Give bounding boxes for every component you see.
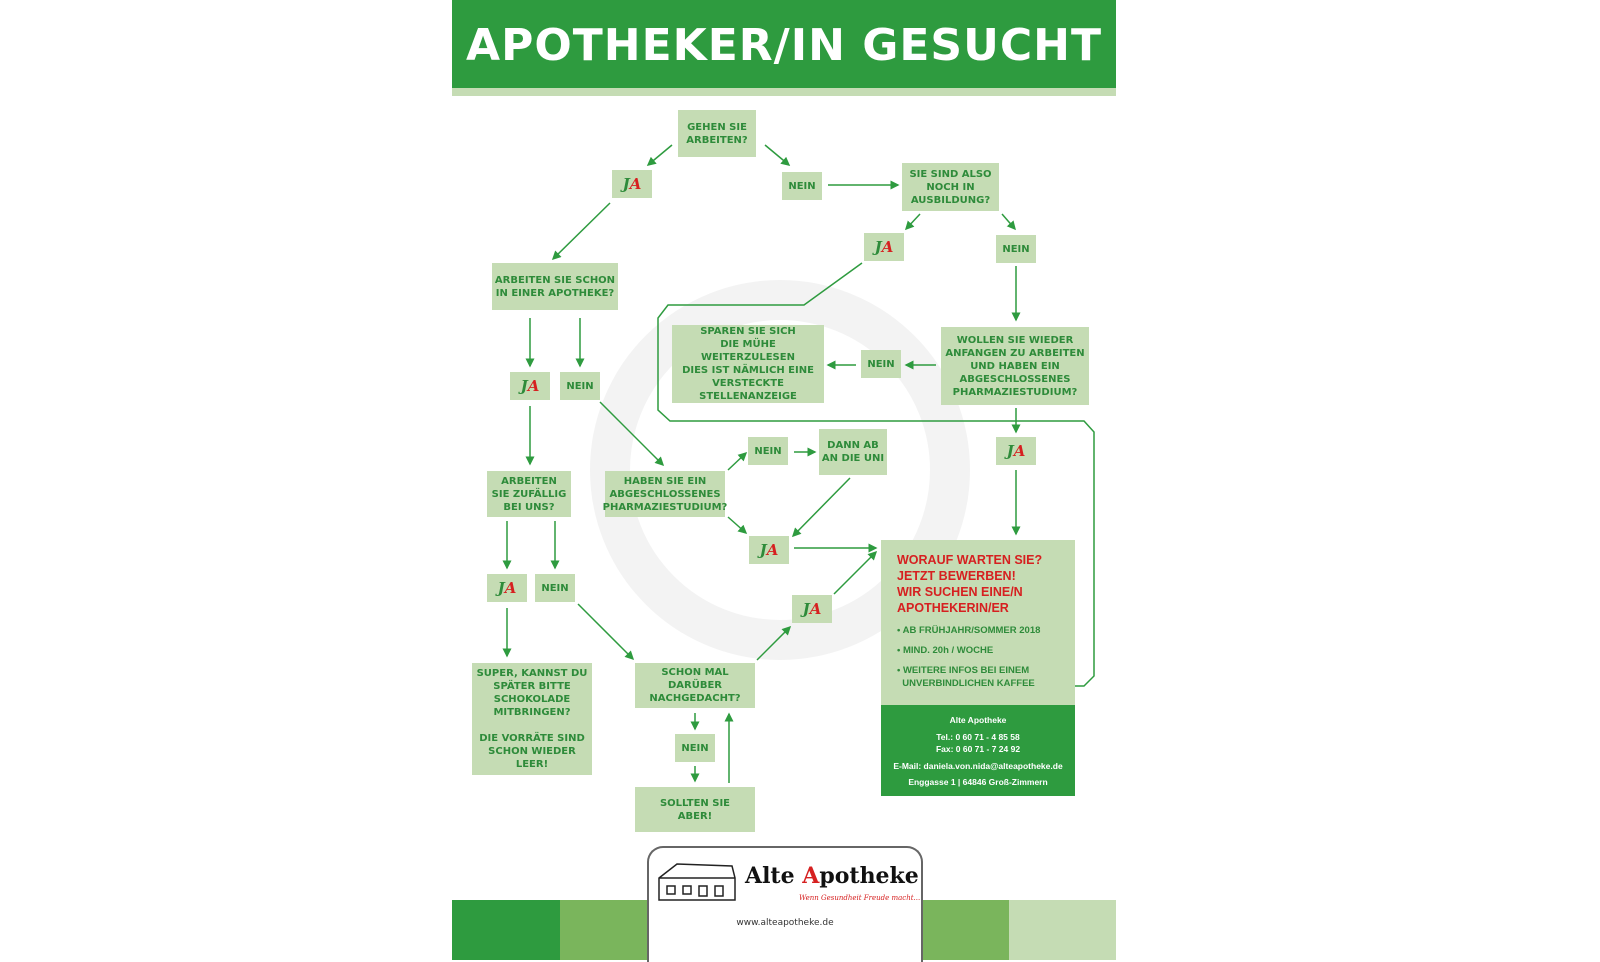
box-uni: DANN AB AN DIE UNI bbox=[819, 429, 887, 475]
ja-a: A bbox=[629, 174, 642, 193]
contact-name: Alte Apotheke bbox=[949, 715, 1007, 725]
ja-a: A bbox=[1013, 441, 1026, 460]
ja-j: J bbox=[802, 599, 810, 618]
page-title: APOTHEKER/IN GESUCHT bbox=[452, 0, 1116, 88]
watermark-icon bbox=[590, 280, 970, 660]
ja-a: A bbox=[881, 237, 894, 256]
question-wieder-arbeiten: WOLLEN SIE WIEDER ANFANGEN ZU ARBEITEN U… bbox=[941, 327, 1089, 405]
footer-bar bbox=[1009, 900, 1116, 960]
ja-a: A bbox=[809, 599, 822, 618]
question-bei-uns: ARBEITEN SIE ZUFÄLLIG BEI UNS? bbox=[487, 471, 571, 517]
answer-nein: NEIN bbox=[535, 574, 575, 602]
ja-j: J bbox=[520, 376, 528, 395]
question-pharmaziestudium: HABEN SIE EIN ABGESCHLOSSENES PHARMAZIES… bbox=[603, 471, 727, 517]
answer-nein: NEIN bbox=[748, 437, 788, 465]
result-bullet: • AB FRÜHJAHR/SOMMER 2018 bbox=[897, 625, 1041, 636]
answer-nein: NEIN bbox=[782, 172, 822, 200]
contact-tel[interactable]: Tel.: 0 60 71 - 4 85 58 bbox=[936, 732, 1020, 742]
contact-address: Enggasse 1 | 64846 Groß-Zimmern bbox=[908, 777, 1048, 787]
ja-j: J bbox=[622, 174, 630, 193]
building-icon bbox=[658, 863, 736, 901]
contact-box: Alte Apotheke Tel.: 0 60 71 - 4 85 58 Fa… bbox=[881, 705, 1075, 796]
logo-rest: potheke bbox=[819, 863, 919, 889]
question-nachgedacht: SCHON MAL DARÜBER NACHGEDACHT? bbox=[635, 663, 755, 708]
result-box: WORAUF WARTEN SIE? JETZT BEWERBEN! WIR S… bbox=[881, 540, 1075, 705]
ja-a: A bbox=[527, 376, 540, 395]
logo-initial: A bbox=[802, 863, 820, 889]
box-schokolade: SUPER, KANNST DU SPÄTER BITTE SCHOKOLADE… bbox=[472, 663, 592, 775]
footer-bar bbox=[918, 900, 1009, 960]
footer-bar bbox=[560, 900, 650, 960]
result-bullet: • WEITERE INFOS BEI EINEM UNVERBINDLICHE… bbox=[897, 665, 1035, 689]
logo-word1: Alte bbox=[745, 863, 795, 889]
ja-a: A bbox=[504, 578, 517, 597]
answer-nein: NEIN bbox=[675, 734, 715, 762]
logo: Alte Apotheke Wenn Gesundheit Freude mac… bbox=[647, 846, 923, 962]
answer-nein: NEIN bbox=[560, 372, 600, 400]
ja-a: A bbox=[766, 540, 779, 559]
ja-j: J bbox=[497, 578, 505, 597]
ja-j: J bbox=[759, 540, 767, 559]
question-gehen-sie-arbeiten: GEHEN SIE ARBEITEN? bbox=[678, 110, 756, 157]
ja-j: J bbox=[1006, 441, 1014, 460]
question-ausbildung: SIE SIND ALSO NOCH IN AUSBILDUNG? bbox=[902, 163, 999, 211]
answer-nein: NEIN bbox=[861, 350, 901, 378]
website-link[interactable]: www.alteapotheke.de bbox=[736, 918, 834, 928]
box-sollten-sie-aber: SOLLTEN SIE ABER! bbox=[635, 787, 755, 832]
result-headline: WORAUF WARTEN SIE? JETZT BEWERBEN! WIR S… bbox=[897, 553, 1043, 615]
result-bullet: • MIND. 20h / WOCHE bbox=[897, 645, 994, 656]
footer-bar bbox=[452, 900, 560, 960]
ja-j: J bbox=[874, 237, 882, 256]
question-apotheke: ARBEITEN SIE SCHON IN EINER APOTHEKE? bbox=[492, 263, 618, 310]
logo-slogan: Wenn Gesundheit Freude macht... bbox=[799, 894, 921, 902]
contact-email[interactable]: E-Mail: daniela.von.nida@alteapotheke.de bbox=[893, 761, 1063, 771]
contact-fax: Fax: 0 60 71 - 7 24 92 bbox=[935, 744, 1021, 754]
header-stripe bbox=[452, 88, 1116, 96]
answer-nein: NEIN bbox=[996, 235, 1036, 263]
box-stellenanzeige: SPAREN SIE SICH DIE MÜHE WEITERZULESEN D… bbox=[672, 325, 824, 403]
